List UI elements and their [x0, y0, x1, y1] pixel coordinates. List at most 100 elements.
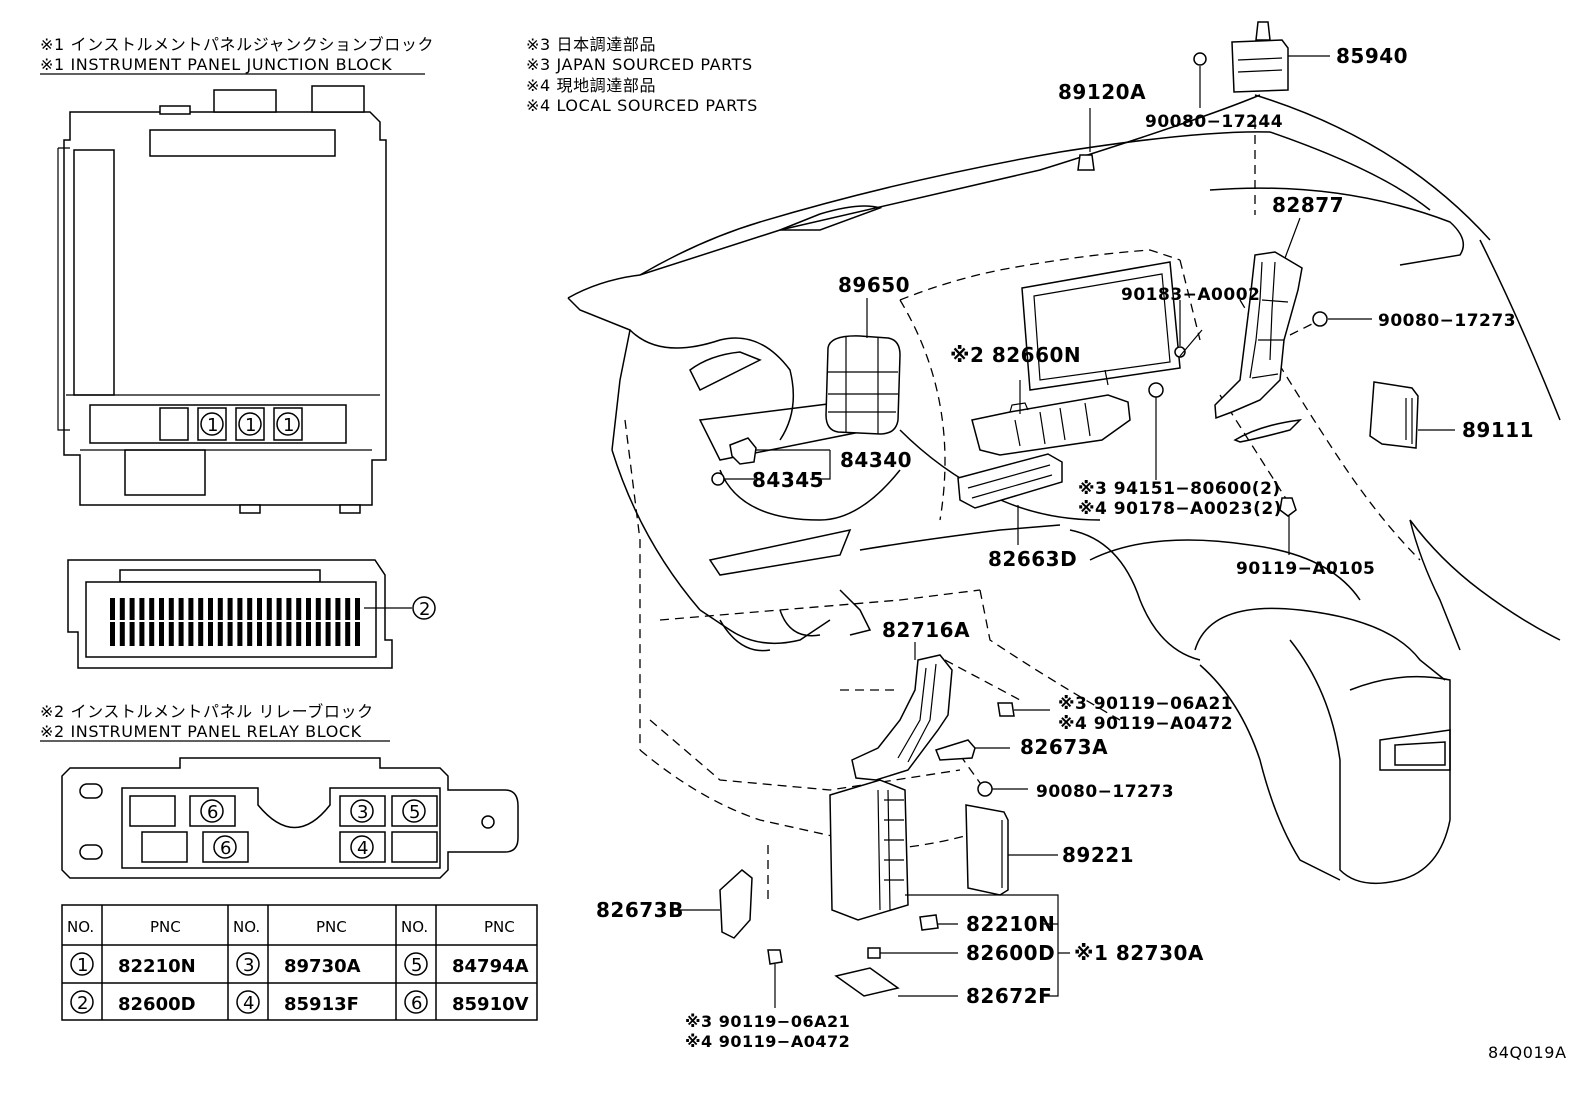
- part-84340-sensor[interactable]: [729, 437, 757, 465]
- label-90080-17273-top: 90080−17273: [1378, 311, 1516, 331]
- label-82673b: 82673B: [596, 898, 684, 922]
- label-90119-06a21-bottom: ※3 90119−06A21: [685, 1012, 850, 1031]
- table-header-no-2: NO.: [233, 918, 260, 936]
- connector-pin: [266, 598, 272, 620]
- connector-pin: [296, 598, 302, 620]
- label-90119-06a21-top: ※3 90119−06A21: [1058, 694, 1233, 714]
- connector-pin: [345, 622, 351, 646]
- part-clip-90080-17273-top[interactable]: [1312, 311, 1328, 327]
- connector-pin: [335, 598, 341, 620]
- table-row2-pnc2: 85913F: [284, 994, 359, 1015]
- table-header-pnc-3: PNC: [484, 918, 515, 936]
- phantom-lines: [624, 120, 1421, 900]
- part-82673a-bracket[interactable]: [935, 739, 976, 761]
- table-header-pnc-1: PNC: [150, 918, 181, 936]
- connector-pin: [276, 598, 282, 620]
- connector-pin: [159, 622, 164, 646]
- table-header-pnc-2: PNC: [316, 918, 347, 936]
- connector-pin: [286, 598, 292, 620]
- circled-1b: 1: [245, 415, 256, 436]
- note-relay-block-en: ※2 INSTRUMENT PANEL RELAY BLOCK: [40, 722, 362, 741]
- connector-pin: [217, 622, 223, 646]
- part-85940-module[interactable]: [1231, 21, 1289, 93]
- label-89120a: 89120A: [1058, 80, 1146, 104]
- circled-5: 5: [409, 802, 420, 823]
- circled-1c: 1: [283, 415, 294, 436]
- part-82600d-connector[interactable]: [867, 947, 881, 959]
- part-clip-90183-a0002[interactable]: [1174, 346, 1186, 358]
- connector-pin: [168, 622, 174, 646]
- part-screw-90119-06a21-bottom[interactable]: [767, 949, 783, 965]
- connector-pin: [355, 622, 360, 646]
- label-89221: 89221: [1062, 843, 1134, 867]
- circled-1a: 1: [207, 415, 218, 436]
- part-82877-bracket[interactable]: [1214, 251, 1303, 420]
- connector-pin: [345, 598, 351, 620]
- part-clip-90080-17273-bottom[interactable]: [977, 781, 993, 797]
- connector-pin: [247, 598, 253, 620]
- connector-pin: [286, 622, 292, 646]
- connector-pin: [119, 598, 125, 620]
- connector-pin: [315, 622, 321, 646]
- connector-pin: [296, 622, 302, 646]
- part-84345-clip[interactable]: [711, 472, 725, 486]
- part-82673b-bracket[interactable]: [719, 869, 753, 939]
- connector-pin: [315, 598, 321, 620]
- part-screw-90119-a0105[interactable]: [1279, 497, 1297, 517]
- part-clip-94151[interactable]: [1148, 382, 1164, 398]
- table-row1-pnc3: 84794A: [452, 956, 529, 977]
- connector-pin: [257, 622, 262, 646]
- table-row1-no3: 5: [411, 955, 422, 976]
- label-89650: 89650: [838, 273, 910, 297]
- label-94151-80600: ※3 94151−80600(2): [1078, 479, 1281, 499]
- note-junction-block-jp: ※1 インストルメントパネルジャンクションブロック: [40, 35, 434, 54]
- part-82663d-cover[interactable]: [957, 453, 1063, 509]
- part-82660n-relay-block[interactable]: [971, 394, 1131, 456]
- circled-4: 4: [357, 838, 368, 859]
- table-row1-no1: 1: [77, 955, 88, 976]
- note-local-sourced-jp: ※4 現地調達部品: [526, 76, 656, 95]
- pnc-table: NO. PNC NO. PNC NO. PNC 1 82210N 3 89730…: [61, 904, 538, 1021]
- part-89120a-sensor[interactable]: [1077, 154, 1095, 171]
- part-89111-module[interactable]: [1369, 381, 1419, 449]
- part-82672f-cover[interactable]: [834, 967, 900, 997]
- connector-pin: [178, 598, 184, 620]
- connector-pin: [110, 598, 115, 620]
- part-82716a-bracket[interactable]: [851, 654, 953, 781]
- part-screw-90119-06a21-top[interactable]: [997, 702, 1015, 717]
- part-89221-module[interactable]: [965, 804, 1009, 896]
- connector-pin: [237, 622, 243, 646]
- display-screen: [1021, 261, 1181, 391]
- table-row2-no3: 6: [411, 993, 422, 1014]
- note-relay-block-jp: ※2 インストルメントパネル リレーブロック: [40, 702, 374, 721]
- connector-pin: [110, 622, 115, 646]
- part-82210n-relay[interactable]: [919, 914, 939, 931]
- connector-pin: [178, 622, 184, 646]
- table-header-no-1: NO.: [67, 918, 94, 936]
- connector-pin: [188, 598, 194, 620]
- connector-pin: [129, 598, 135, 620]
- label-82673a: 82673A: [1020, 735, 1108, 759]
- part-82730a-ecu[interactable]: [829, 779, 909, 921]
- connector-pin: [227, 622, 233, 646]
- part-clip-90080-17244[interactable]: [1193, 52, 1207, 66]
- table-row2-no2: 4: [243, 993, 254, 1014]
- label-90119-a0472-top: ※4 90119−A0472: [1058, 714, 1233, 734]
- note-junction-block-en: ※1 INSTRUMENT PANEL JUNCTION BLOCK: [40, 55, 392, 74]
- table-row2-pnc3: 85910V: [452, 994, 529, 1015]
- connector-pin: [198, 598, 204, 620]
- connector-pin: [276, 622, 282, 646]
- note-japan-sourced-en: ※3 JAPAN SOURCED PARTS: [526, 55, 753, 74]
- junction-block-drawing: 1 1 1: [57, 85, 387, 514]
- table-row1-pnc1: 82210N: [118, 956, 196, 977]
- connector-pin: [325, 598, 331, 620]
- connector-pin: [149, 598, 155, 620]
- label-90080-17273-bottom: 90080−17273: [1036, 782, 1174, 802]
- connector-pin: [335, 622, 341, 646]
- connector-pin: [208, 622, 213, 646]
- table-row2-pnc1: 82600D: [118, 994, 196, 1015]
- part-89650-module[interactable]: [825, 335, 901, 435]
- figure-code: 84Q019A: [1488, 1043, 1567, 1062]
- label-90119-a0472-bottom: ※4 90119−A0472: [685, 1032, 850, 1051]
- connector-pin: [208, 598, 213, 620]
